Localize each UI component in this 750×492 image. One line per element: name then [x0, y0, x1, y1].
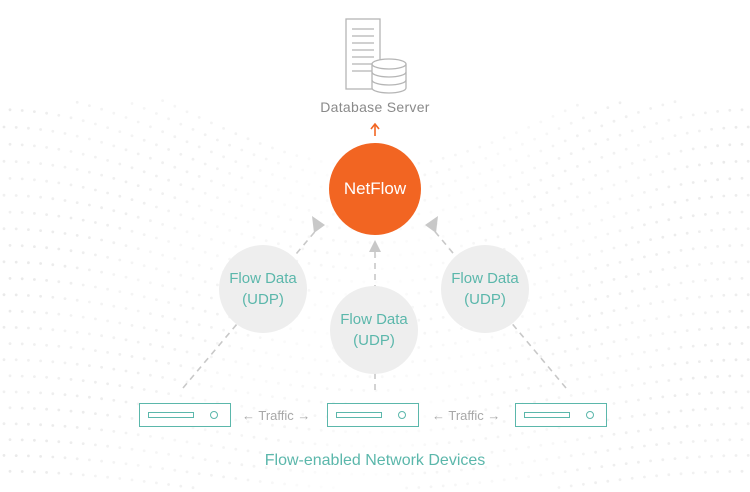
flow-protocol-label: (UDP) [242, 291, 284, 308]
flow-arrowhead-right [425, 216, 438, 233]
flow-data-bubble-center: Flow Data (UDP) [330, 286, 418, 374]
device-slot [148, 412, 194, 418]
traffic-label: ← Traffic → [432, 408, 501, 423]
device-slot [524, 412, 570, 418]
netflow-collector-node: NetFlow [329, 143, 421, 235]
network-device-icon [139, 403, 231, 427]
hub-to-database-arrow [370, 122, 380, 136]
flow-protocol-label: (UDP) [464, 291, 506, 308]
netflow-label: NetFlow [343, 179, 407, 198]
device-led [398, 411, 406, 419]
flow-arrowhead-center [369, 240, 381, 252]
flow-data-label: Flow Data [340, 311, 408, 328]
device-led [586, 411, 594, 419]
flow-data-label: Flow Data [451, 270, 519, 287]
database-server-label: Database Server [320, 99, 430, 115]
device-slot [336, 412, 382, 418]
dot-wave-background [2, 99, 750, 490]
flow-protocol-label: (UDP) [353, 332, 395, 349]
flow-data-bubble-right: Flow Data (UDP) [441, 245, 529, 333]
network-device-icon [327, 403, 419, 427]
flow-data-label: Flow Data [229, 270, 297, 287]
traffic-label: ← Traffic → [242, 408, 311, 423]
database-server-icon [345, 18, 407, 94]
flow-data-bubble-left: Flow Data (UDP) [219, 245, 307, 333]
flow-arrowhead-left [312, 216, 325, 233]
network-device-icon [515, 403, 607, 427]
device-led [210, 411, 218, 419]
devices-caption: Flow-enabled Network Devices [264, 452, 486, 469]
